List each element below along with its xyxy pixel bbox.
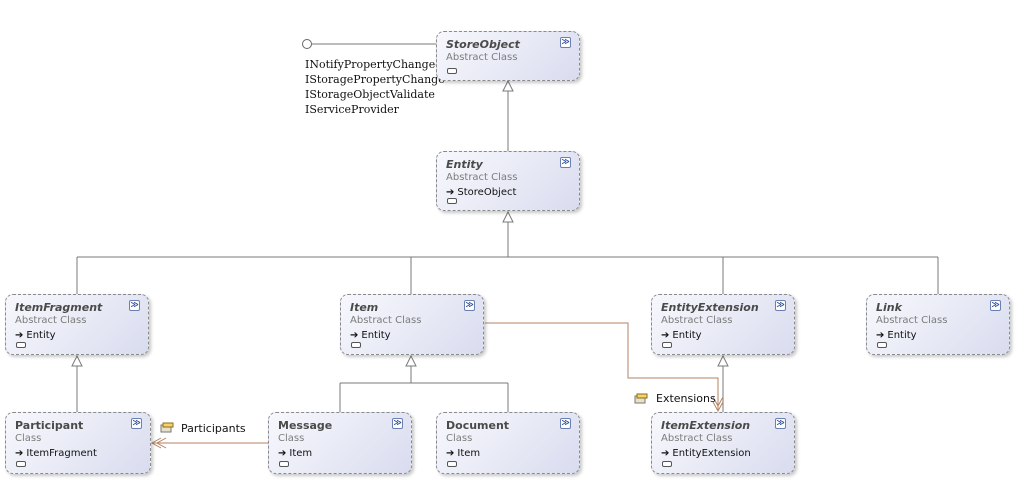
class-stereotype: Class [15,433,42,444]
collapse-chevron-icon[interactable]: ≫ [775,300,786,311]
inherit-arrowhead-itemfragment [71,354,83,367]
base-class-row: ➔EntityExtension [661,448,751,459]
assoc-extensions-line [485,322,719,411]
inheritance-arrow-icon: ➔ [446,448,455,459]
class-name: ItemFragment [15,301,103,314]
inheritance-arrow-icon: ➔ [15,448,24,459]
inheritance-arrow-icon: ➔ [446,187,455,198]
class-box-message[interactable]: Message Class ➔Item ≫ [268,412,412,474]
class-box-itemfragment[interactable]: ItemFragment Abstract Class ➔Entity ≫ [5,294,149,355]
association-label-participants[interactable]: Participants [181,422,246,435]
class-box-item[interactable]: Item Abstract Class ➔Entity ≫ [340,294,484,355]
base-class-name: Entity [887,330,917,341]
implemented-interfaces-list: INotifyPropertyChanged IStoragePropertyC… [305,57,445,117]
class-box-storeobject[interactable]: StoreObject Abstract Class ≫ [436,31,580,81]
assoc-extensions-arrow [712,401,724,413]
class-name: Document [446,419,510,432]
inherit-arrowhead-entity [502,210,514,223]
class-stereotype: Abstract Class [446,172,518,183]
inheritance-arrow-icon: ➔ [661,330,670,341]
class-name: ItemExtension [661,419,751,432]
compartment-toggle-icon[interactable] [351,342,361,348]
class-box-document[interactable]: Document Class ➔Item ≫ [436,412,580,474]
base-class-name: StoreObject [457,187,517,198]
compartment-toggle-icon[interactable] [662,342,672,348]
class-name: Link [876,301,902,314]
class-stereotype: Abstract Class [350,315,422,326]
base-class-name: ItemFragment [26,448,97,459]
assoc-participants-arrow2 [155,437,167,449]
class-stereotype: Abstract Class [15,315,87,326]
class-stereotype: Class [446,433,473,444]
class-name: Message [278,419,333,432]
class-stereotype: Abstract Class [661,433,733,444]
interface-lollipop-icon [302,39,312,49]
compartment-toggle-icon[interactable] [16,461,26,467]
inheritance-arrow-icon: ➔ [661,448,670,459]
base-class-row: ➔Item [446,448,480,459]
class-stereotype: Class [278,433,305,444]
collapse-chevron-icon[interactable]: ≫ [560,157,571,168]
class-box-entity[interactable]: Entity Abstract Class ➔StoreObject ≫ [436,151,580,211]
assoc-participants-arrow [150,437,162,449]
class-stereotype: Abstract Class [661,315,733,326]
compartment-toggle-icon[interactable] [447,68,457,74]
assoc-extensions-arrow2 [712,396,724,408]
base-class-row: ➔Item [278,448,312,459]
collapse-chevron-icon[interactable]: ≫ [129,300,140,311]
base-class-row: ➔Entity [350,330,391,341]
class-stereotype: Abstract Class [876,315,948,326]
inheritance-arrow-icon: ➔ [350,330,359,341]
inherit-arrowhead-item [405,354,417,367]
collapse-chevron-icon[interactable]: ≫ [464,300,475,311]
base-class-name: Item [289,448,313,459]
class-box-participant[interactable]: Participant Class ➔ItemFragment ≫ [5,412,151,474]
interface-item: IStoragePropertyChange [305,73,445,86]
base-class-name: EntityExtension [672,448,751,459]
collapse-chevron-icon[interactable]: ≫ [131,418,142,429]
base-class-row: ➔Entity [876,330,917,341]
interface-item: INotifyPropertyChanged [305,58,443,71]
base-class-row: ➔ItemFragment [15,448,97,459]
base-class-row: ➔StoreObject [446,187,516,198]
inherit-arrowhead-entityextension [717,354,729,367]
compartment-toggle-icon[interactable] [662,461,672,467]
collapse-chevron-icon[interactable]: ≫ [392,418,403,429]
class-name: StoreObject [446,38,520,51]
interface-item: IStorageObjectValidate [305,88,435,101]
class-box-itemextension[interactable]: ItemExtension Abstract Class ➔EntityExte… [651,412,795,474]
class-box-link[interactable]: Link Abstract Class ➔Entity ≫ [866,294,1010,355]
association-label-extensions[interactable]: Extensions [656,392,716,405]
base-class-name: Entity [26,330,56,341]
compartment-toggle-icon[interactable] [279,461,289,467]
class-name: Participant [15,419,84,432]
compartment-toggle-icon[interactable] [447,198,457,204]
association-property-icon [160,422,174,433]
base-class-row: ➔Entity [661,330,702,341]
inheritance-arrow-icon: ➔ [15,330,24,341]
compartment-toggle-icon[interactable] [877,342,887,348]
class-stereotype: Abstract Class [446,52,518,63]
class-name: Item [350,301,379,314]
collapse-chevron-icon[interactable]: ≫ [560,37,571,48]
inheritance-arrow-icon: ➔ [278,448,287,459]
inherit-arrowhead-storeobject [502,79,514,92]
class-name: Entity [446,158,483,171]
collapse-chevron-icon[interactable]: ≫ [560,418,571,429]
compartment-toggle-icon[interactable] [447,461,457,467]
collapse-chevron-icon[interactable]: ≫ [990,300,1001,311]
class-box-entityextension[interactable]: EntityExtension Abstract Class ➔Entity ≫ [651,294,795,355]
association-property-icon [634,393,648,404]
base-class-name: Entity [672,330,702,341]
collapse-chevron-icon[interactable]: ≫ [775,418,786,429]
base-class-name: Item [457,448,481,459]
inheritance-arrow-icon: ➔ [876,330,885,341]
interface-item: IServiceProvider [305,103,399,116]
base-class-row: ➔Entity [15,330,56,341]
class-name: EntityExtension [661,301,759,314]
base-class-name: Entity [361,330,391,341]
compartment-toggle-icon[interactable] [16,342,26,348]
